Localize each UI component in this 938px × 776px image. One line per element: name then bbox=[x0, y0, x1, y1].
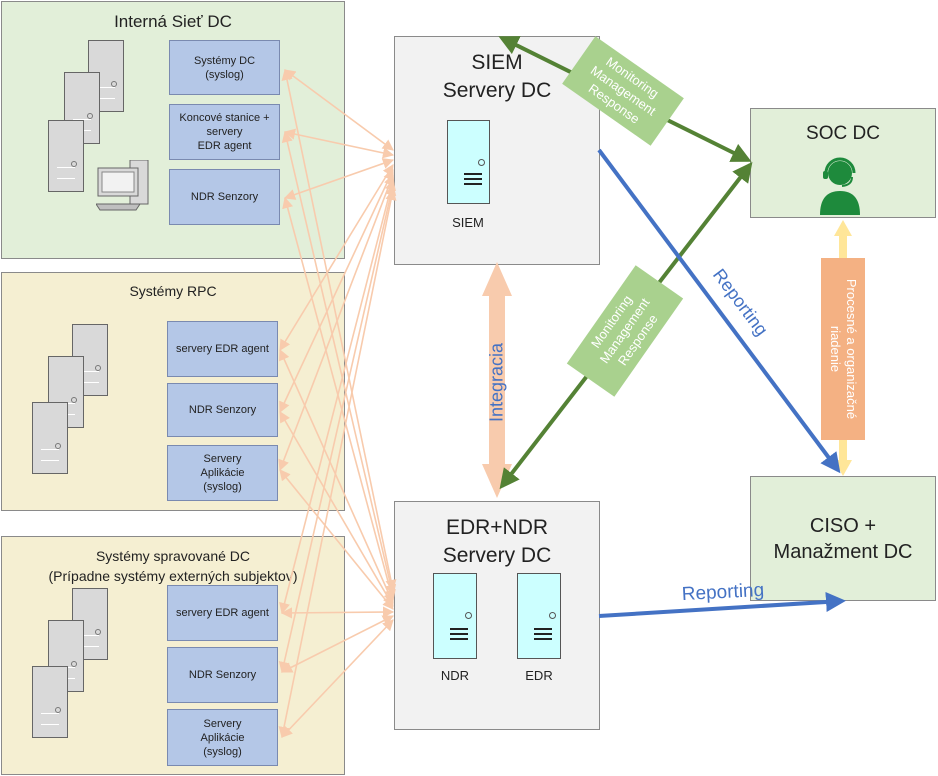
item-systemy-dc: Systémy DC (syslog) bbox=[169, 40, 280, 95]
item-ndr-senzory-managed: NDR Senzory bbox=[167, 647, 278, 703]
zone-managed-subtitle: (Prípadne systémy externých subjektov) bbox=[48, 568, 298, 584]
item-koncove-stanice: Koncové stanice + servery EDR agent bbox=[169, 104, 280, 160]
ciso-title: CISO + Manažment DC bbox=[773, 515, 913, 563]
edr-server-label: EDR bbox=[525, 668, 553, 683]
edr-ndr-title: EDR+NDR Servery DC bbox=[442, 516, 552, 567]
node-edr-ndr: EDR+NDR Servery DC bbox=[394, 501, 600, 730]
item-ndr-senzory-internal: NDR Senzory bbox=[169, 169, 280, 225]
workstation-icon bbox=[96, 160, 149, 211]
item-servery-edr-managed: servery EDR agent bbox=[167, 585, 278, 641]
soc-title: SOC DC bbox=[806, 123, 880, 144]
server-tower-icon bbox=[32, 666, 68, 738]
zone-rpc-title: Systémy RPC bbox=[129, 283, 217, 299]
ndr-server-label: NDR bbox=[440, 668, 470, 683]
label-procesne-riadenie: Procesné a organizačné riadenie bbox=[821, 258, 865, 440]
item-servery-aplikacie-managed: Servery Aplikácie (syslog) bbox=[167, 709, 278, 766]
siem-server-label: SIEM bbox=[452, 215, 484, 230]
edr-server-icon bbox=[517, 573, 561, 659]
zone-managed-title: Systémy spravované DC bbox=[95, 548, 251, 564]
ndr-server-icon bbox=[433, 573, 477, 659]
item-servery-aplikacie-rpc: Servery Aplikácie (syslog) bbox=[167, 445, 278, 501]
server-tower-icon bbox=[48, 120, 84, 192]
operator-headset-icon bbox=[820, 157, 860, 215]
server-tower-icon bbox=[32, 402, 68, 474]
item-ndr-senzory-rpc: NDR Senzory bbox=[167, 383, 278, 437]
siem-server-icon bbox=[447, 120, 490, 204]
item-servery-edr-rpc: servery EDR agent bbox=[167, 321, 278, 377]
label-integracia: Integracia bbox=[486, 342, 507, 423]
zone-internal-title: Interná Sieť DC bbox=[114, 12, 232, 31]
